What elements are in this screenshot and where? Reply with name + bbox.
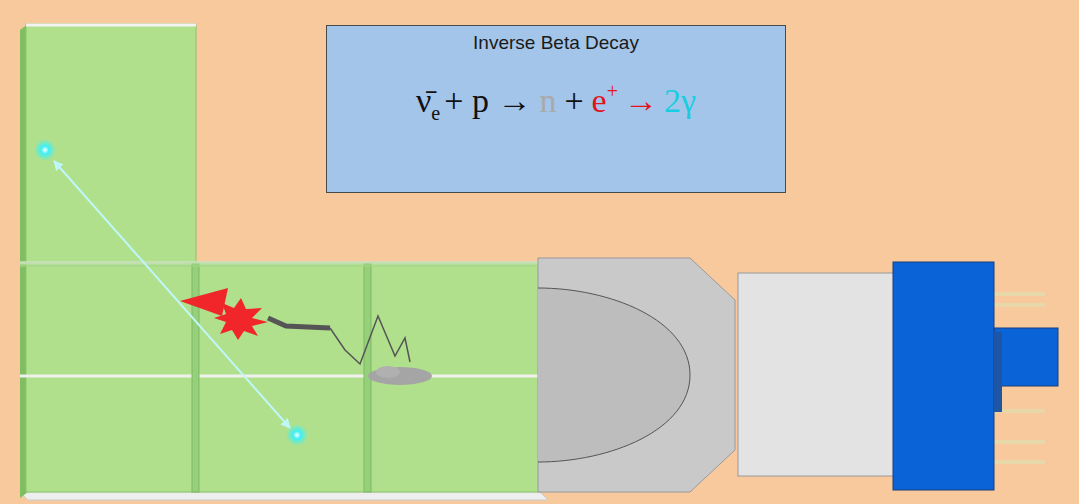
equation-box: Inverse Beta Decayν̄e+ p →n+e+→2γ: [326, 25, 786, 193]
box-heading: Inverse Beta Decay: [327, 26, 785, 54]
plus-sign: +: [564, 82, 583, 119]
neutron-track: [330, 316, 410, 364]
equation-term: + p →: [444, 82, 531, 119]
base-strip: [20, 492, 548, 500]
gamma-flash: [286, 424, 308, 446]
pmt-base: [893, 262, 994, 490]
bar-edge-highlight: [26, 24, 196, 27]
gamma-flash: [34, 139, 56, 161]
pin: [990, 460, 1045, 464]
arrow-symbol: →: [624, 82, 658, 119]
light-guide: [538, 258, 735, 492]
positron-symbol: e: [592, 82, 607, 119]
pin: [990, 440, 1045, 444]
pin: [990, 292, 1045, 296]
antineutrino-symbol: ν̄: [416, 82, 431, 119]
pmt-body: [738, 273, 894, 476]
superscript: +: [607, 80, 618, 102]
gamma-ray: [54, 161, 290, 428]
subscript: e: [431, 102, 440, 124]
pin: [990, 303, 1045, 307]
neutron-capture: [376, 366, 400, 378]
equation-line: ν̄e+ p →n+e+→2γ: [327, 80, 785, 155]
scintillator-bar-vertical: [26, 24, 196, 264]
bar-edge-highlight: [20, 375, 540, 378]
neutron-capture: [368, 367, 432, 385]
pmt-socket-key: [994, 328, 1058, 386]
photon-term: 2γ: [664, 82, 696, 119]
bar-top-shade: [20, 262, 540, 267]
pmt-socket-shade: [994, 332, 1002, 412]
photocathode: [538, 288, 690, 462]
positron-track: [268, 318, 330, 328]
neutron-symbol: n: [539, 82, 556, 119]
